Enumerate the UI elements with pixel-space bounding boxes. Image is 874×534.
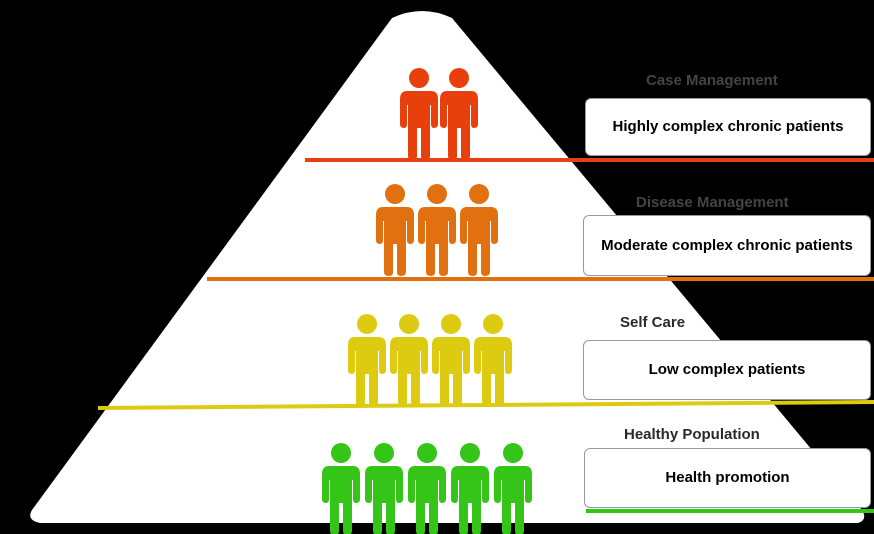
person-icon xyxy=(451,443,489,534)
person-icon xyxy=(460,184,498,276)
person-icon xyxy=(440,68,478,160)
tier-label-disease-management: Disease Management xyxy=(636,194,789,211)
person-icon xyxy=(322,443,360,534)
person-icon xyxy=(376,184,414,276)
tier-description-self-care: Low complex patients xyxy=(583,340,871,400)
people-figures xyxy=(322,68,532,534)
person-icon xyxy=(418,184,456,276)
person-icon xyxy=(474,314,512,406)
tier-description-healthy-population: Health promotion xyxy=(584,448,871,508)
person-icon xyxy=(400,68,438,160)
person-icon xyxy=(494,443,532,534)
person-icon xyxy=(432,314,470,406)
tier-label-healthy-population: Healthy Population xyxy=(624,426,760,443)
person-icon xyxy=(365,443,403,534)
tier-label-self-care: Self Care xyxy=(620,314,686,331)
person-icon xyxy=(348,314,386,406)
tier-description-case-management: Highly complex chronic patients xyxy=(585,98,871,156)
person-icon xyxy=(390,314,428,406)
tier-description-disease-management: Moderate complex chronic patients xyxy=(583,215,871,276)
tier-label-case-management: Case Management xyxy=(646,72,778,89)
person-icon xyxy=(408,443,446,534)
